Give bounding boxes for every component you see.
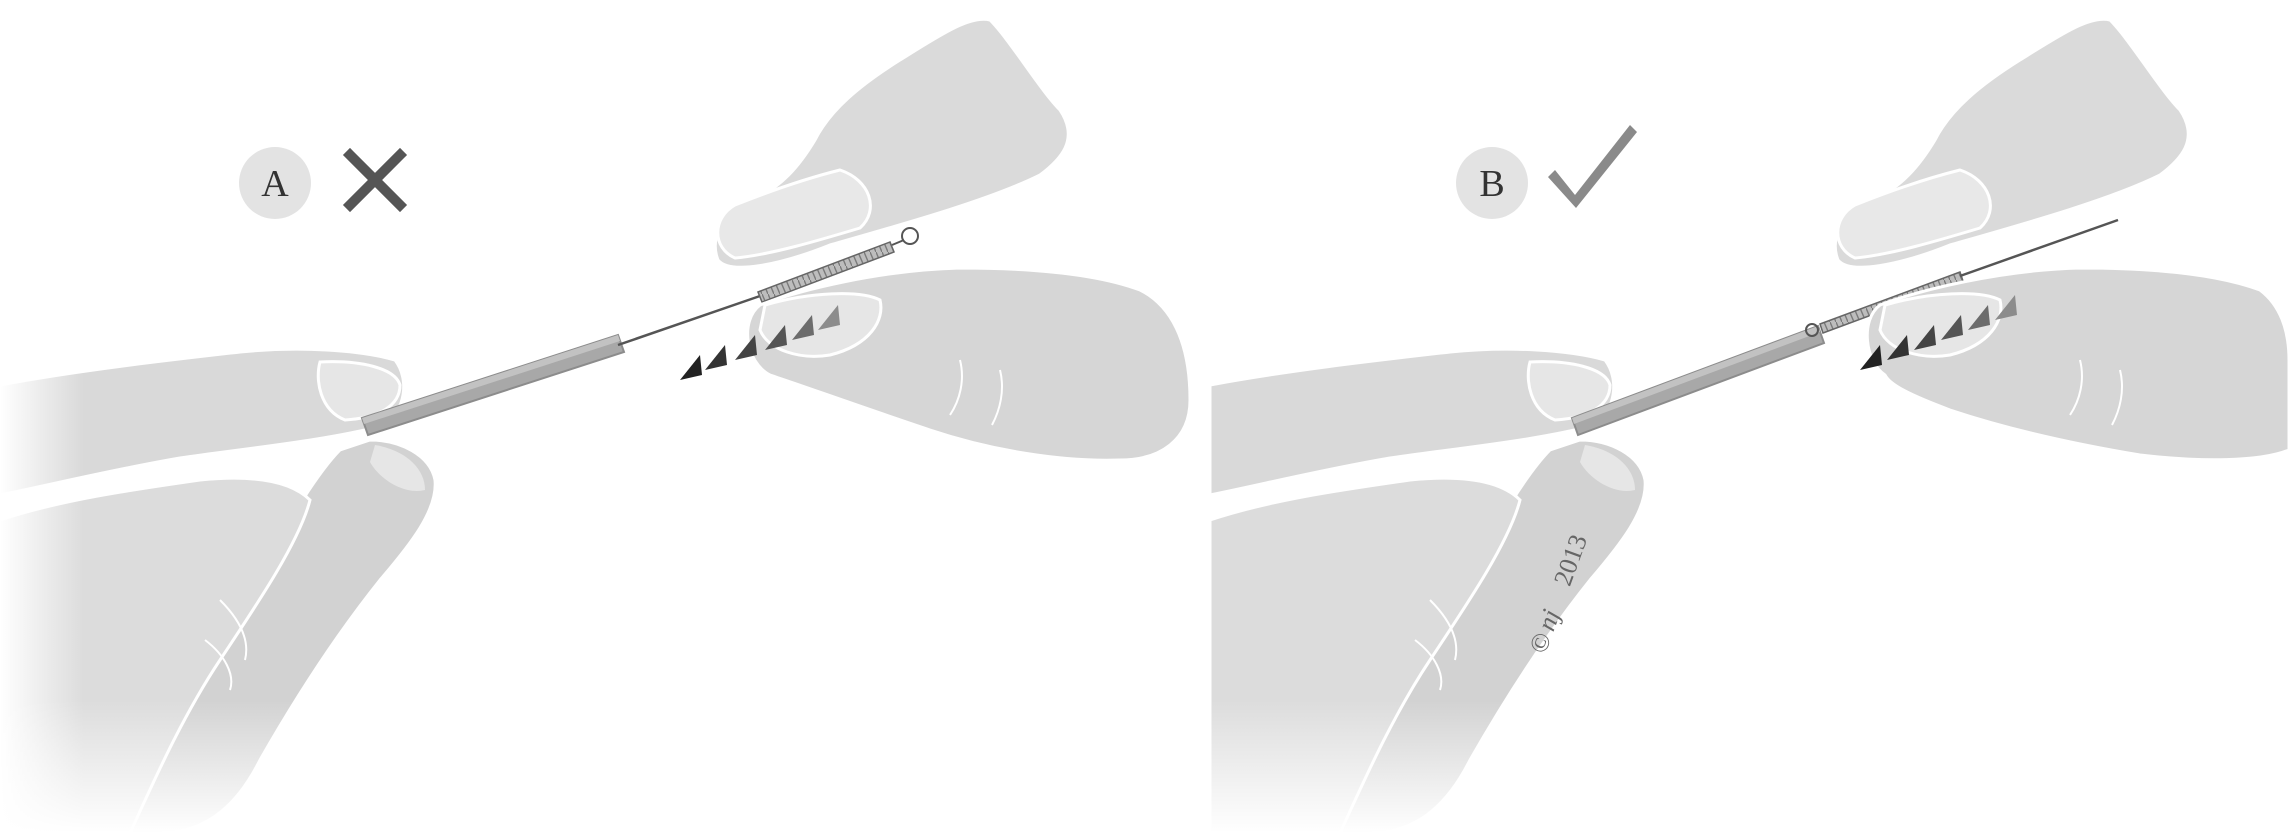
cross-icon [350, 155, 400, 205]
check-icon [1548, 125, 1637, 208]
motion-arrow [705, 345, 727, 370]
panel-b-badge: B [1456, 147, 1528, 219]
panel-a-label: A [261, 163, 289, 205]
panel-b-label: B [1479, 163, 1504, 205]
fade-bottom-edge [0, 500, 2289, 833]
motion-arrow [680, 355, 702, 380]
panel-a-right-hand [715, 19, 1190, 460]
panel-a-badge: A [239, 147, 311, 219]
